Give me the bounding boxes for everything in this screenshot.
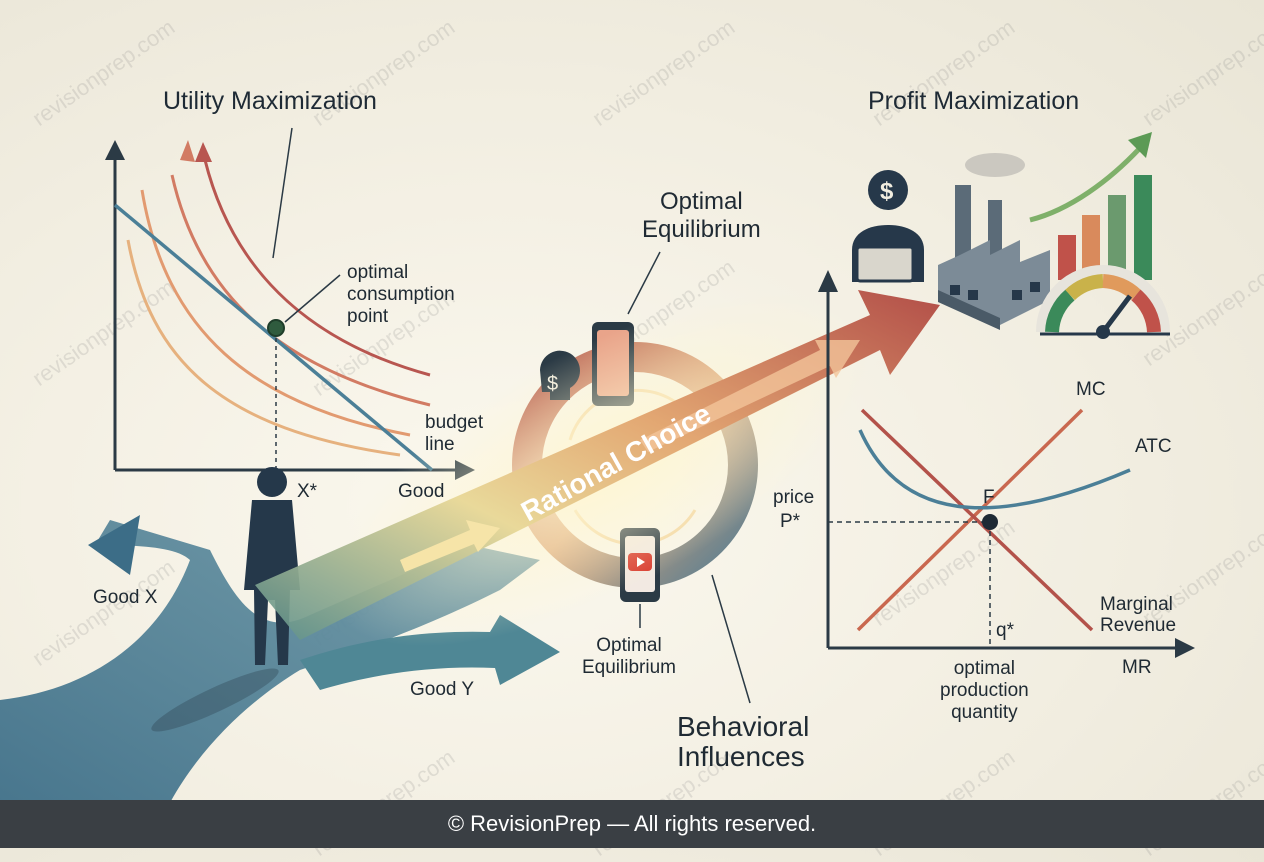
budget-line-label: budget line (425, 412, 484, 455)
curve-arrowhead-1 (180, 140, 195, 162)
optimal-pointer (284, 274, 341, 323)
good-x-label: Good X (93, 587, 158, 608)
optimal-consumption-point (267, 319, 285, 337)
profit-y-arrow (818, 270, 838, 292)
eq-top-pointer (627, 251, 661, 315)
mc-curve (856, 408, 1084, 632)
profit-title: Profit Maximization (868, 87, 1080, 115)
small-arrow-1 (400, 520, 500, 572)
equilibrium-point (982, 514, 998, 530)
behavioral-pointer (711, 574, 751, 704)
p-star-label: P* (780, 511, 801, 532)
laptop-icon (855, 245, 915, 283)
mr-curve (860, 408, 1094, 632)
rational-choice-arrow: Rational Choice (255, 290, 940, 647)
good-y-label: Good Y (410, 679, 475, 700)
indifference-curve-1 (126, 239, 401, 457)
curve-arrowhead-2 (195, 142, 212, 162)
atc-label: ATC (1135, 436, 1172, 457)
profit-x-arrow (1175, 638, 1195, 658)
copyright-footer: © RevisionPrep — All rights reserved. (0, 800, 1264, 848)
price-label: price (773, 487, 815, 508)
optimal-consumption-label: optimal consumption point (347, 262, 455, 327)
person-shadow (151, 668, 279, 732)
profit-chart (818, 270, 1195, 658)
profit-icons: $ (852, 132, 1170, 339)
mr-label: MR (1122, 657, 1152, 678)
f-label: F (983, 487, 995, 508)
utility-axis-label: Good (398, 481, 445, 502)
mc-label: MC (1076, 379, 1106, 400)
dollar-badge-icon (868, 170, 908, 210)
optimal-equilibrium-top-label: Optimal Equilibrium (642, 188, 761, 243)
indifference-curve-4 (203, 159, 431, 377)
good-x-arrowhead (88, 515, 140, 575)
speedometer-icon (1036, 265, 1170, 339)
optimal-production-label: optimal production quantity (940, 658, 1029, 723)
indifference-curve-2 (140, 189, 411, 437)
utility-title: Utility Maximization (163, 87, 377, 115)
title-pointer (272, 127, 293, 259)
dollar-badge-glyph: $ (880, 178, 894, 205)
behavioral-influences-label: Behavioral Influences (677, 711, 810, 773)
small-arrow-2 (640, 340, 860, 452)
utility-y-arrow (105, 140, 125, 160)
x-star-label: X* (297, 481, 318, 502)
factory-icon (938, 153, 1050, 330)
budget-line (113, 203, 434, 472)
utility-chart (105, 127, 475, 480)
optimal-equilibrium-bottom-label: Optimal Equilibrium (582, 635, 676, 678)
atc-curve (858, 429, 1131, 510)
q-star-label: q* (996, 620, 1014, 641)
growth-bars-icon (1029, 132, 1152, 280)
marginal-revenue-label: Marginal Revenue (1100, 594, 1177, 637)
